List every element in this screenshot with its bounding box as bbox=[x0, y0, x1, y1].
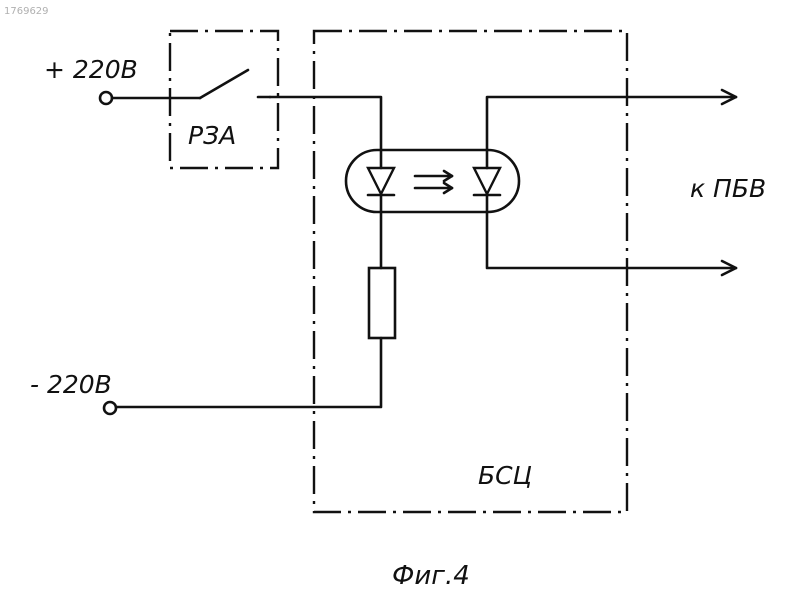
relay-label: РЗА bbox=[188, 121, 236, 150]
block-bsc-box bbox=[314, 31, 627, 512]
relay-contact bbox=[200, 70, 248, 98]
led-icon bbox=[368, 168, 394, 194]
output-wire-lower bbox=[487, 195, 736, 268]
plus-220v-label: + 220В bbox=[44, 55, 138, 84]
output-label: к ПБВ bbox=[690, 174, 766, 203]
minus-terminal bbox=[104, 402, 116, 414]
document-number: 1769629 bbox=[4, 6, 49, 17]
photodiode-icon bbox=[474, 168, 500, 194]
minus-220v-label: - 220В bbox=[30, 370, 112, 399]
wire-to-minus bbox=[116, 338, 381, 407]
resistor bbox=[369, 268, 395, 338]
plus-terminal bbox=[100, 92, 112, 104]
output-wire-upper bbox=[487, 97, 736, 168]
block-label: БСЦ bbox=[478, 461, 532, 490]
wire-to-led bbox=[270, 97, 381, 168]
figure-caption: Фиг.4 bbox=[392, 561, 470, 591]
